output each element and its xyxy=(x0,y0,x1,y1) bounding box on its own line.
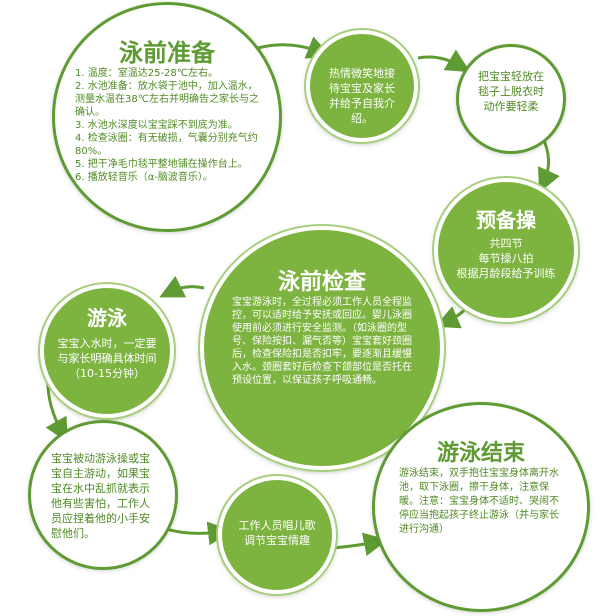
prep-item: 4. 检查泳圈：有无破损，气囊分别充气约80%。 xyxy=(75,133,258,157)
prep-item: 2. 水池准备：放水袋于池中，加入温水，测量水温在38℃左右并明确告之家长与之确… xyxy=(75,81,259,118)
arrow-song-to-finish xyxy=(331,532,388,557)
arrow-passive-to-song xyxy=(163,521,232,546)
finish-title: 游泳结束 xyxy=(436,441,525,466)
prep-item: 5. 把干净毛巾毯平整地铺在操作台上。 xyxy=(75,159,248,170)
passive-circle: 宝宝被动游泳操或宝宝自主游动，如果宝宝在水中乱抓就表示他有些害怕，工作人员应捏着… xyxy=(28,420,178,570)
greet-circle: 热情微笑地接待宝宝及家长并给予自我介绍。 xyxy=(306,30,418,142)
finish-circle: 游泳结束 游泳结束，双手抱住宝宝身体离开水池，取下泳圈，擦干身体，注意保暖。注意… xyxy=(372,402,590,612)
arrow-greet-to-undress xyxy=(417,49,471,73)
passive-text: 宝宝被动游泳操或宝宝自主游动，如果宝宝在水中乱抓就表示他有些害怕，工作人员应捏着… xyxy=(51,452,150,540)
prep-item: 1. 温度：室温达25-28℃左右。 xyxy=(75,68,219,79)
song-circle: 工作人员唱儿歌调节宝宝情趣 xyxy=(218,476,336,594)
prep-item: 6. 播放轻音乐（α-脑波音乐）。 xyxy=(75,172,213,183)
exercise-circle: 预备操 共四节 每节操八拍 根据月龄段给予训练 xyxy=(434,178,578,322)
exercise-lines: 共四节 每节操八拍 根据月龄段给予训练 xyxy=(448,236,564,281)
swim-title: 游泳 xyxy=(87,306,127,330)
swim-circle: 游泳 宝宝入水时，一定要与家长明确具体时间（10-15分钟） xyxy=(40,284,174,418)
check-title: 泳前检查 xyxy=(277,270,366,295)
exercise-line: 每节操八拍 xyxy=(478,252,534,265)
finish-text: 游泳结束，双手抱住宝宝身体离开水池，取下泳圈，擦干身体，注意保暖。注意：宝宝身体… xyxy=(399,468,559,535)
exercise-title: 预备操 xyxy=(476,208,536,232)
prep-list: 1. 温度：室温达25-28℃左右。 2. 水池准备：放水袋于池中，加入温水，测… xyxy=(75,67,261,184)
prep-circle: 泳前准备 1. 温度：室温达25-28℃左右。 2. 水池准备：放水袋于池中，加… xyxy=(52,2,282,232)
prep-item: 3. 水池水深度以宝宝踩不到底为准。 xyxy=(75,120,238,131)
undress-text: 把宝宝轻放在毯子上脱衣时动作要轻柔 xyxy=(478,70,544,113)
song-text: 工作人员唱儿歌调节宝宝情趣 xyxy=(238,519,316,547)
undress-circle: 把宝宝轻放在毯子上脱衣时动作要轻柔 xyxy=(456,44,566,154)
check-circle: 泳前检查 宝宝游泳时，全过程必须工作人员全程监控，可以适时给予安抚或回应。婴儿泳… xyxy=(200,226,444,470)
check-text: 宝宝游泳时，全过程必须工作人员全程监控，可以适时给予安抚或回应。婴儿泳圈使用前必… xyxy=(232,297,412,386)
prep-title: 泳前准备 xyxy=(119,39,215,67)
arrow-check-to-swim xyxy=(159,275,205,298)
swim-text: 宝宝入水时，一定要与家长明确具体时间（10-15分钟） xyxy=(57,337,157,380)
arrow-prep-to-greet xyxy=(257,36,332,59)
greet-text: 热情微笑地接待宝宝及家长并给予自我介绍。 xyxy=(329,67,395,125)
exercise-line: 根据月龄段给予训练 xyxy=(456,267,556,280)
exercise-line: 共四节 xyxy=(489,237,523,250)
